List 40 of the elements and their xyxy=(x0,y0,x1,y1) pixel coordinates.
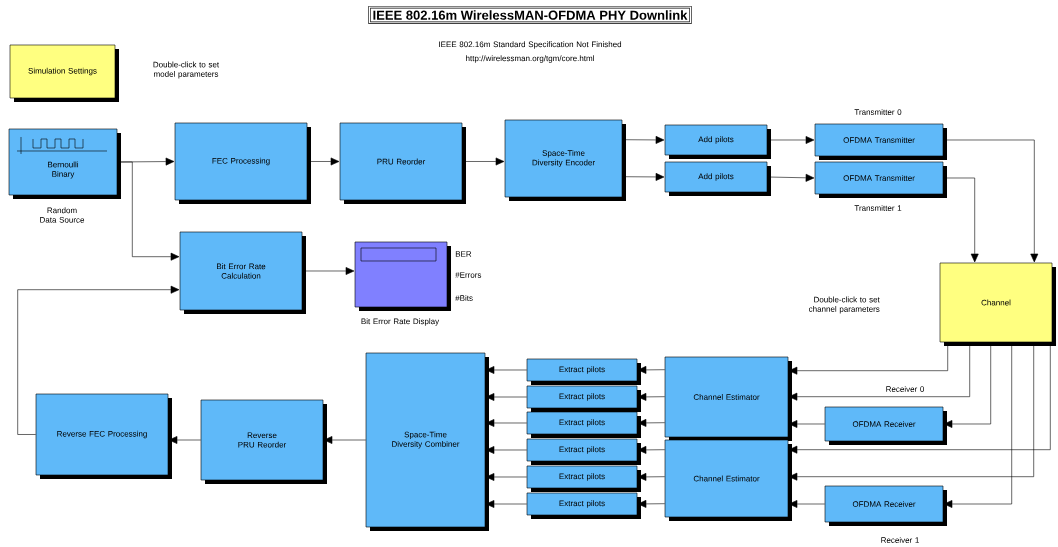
block-caption: BER xyxy=(455,251,472,257)
block-caption: Transmitter 1 xyxy=(854,205,902,211)
block: Reverse FEC Processing xyxy=(35,393,172,479)
block-caption: Transmitter 0 xyxy=(854,109,902,115)
block: Extract pilots xyxy=(526,358,641,385)
arrow xyxy=(17,285,180,435)
block-caption: Bit Error Rate Display xyxy=(361,318,440,326)
block: OFDMA Receiver xyxy=(824,406,947,445)
settings-block: Simulation Settings xyxy=(9,44,119,102)
block: Extract pilots xyxy=(526,411,641,438)
block: Reverse PRU Reorder xyxy=(200,399,327,484)
note: http://wirelessman.org/tgm/core.html xyxy=(466,55,594,63)
block: OFDMA Transmitter xyxy=(814,123,947,160)
note: Double-click to set channel parameters xyxy=(809,296,880,314)
block-caption: Receiver 0 xyxy=(886,386,925,392)
channel-block: Channel xyxy=(939,262,1056,346)
block: Bit Error Rate Calculation xyxy=(179,231,306,314)
block: Bernoulli Binary xyxy=(8,128,121,199)
block: Extract pilots xyxy=(526,385,641,412)
block-caption: #Bits xyxy=(455,295,473,301)
note: Double-click to set model parameters xyxy=(153,61,220,79)
block: Extract pilots xyxy=(526,465,641,492)
block: PRU Reorder xyxy=(339,122,466,204)
block: FEC Processing xyxy=(174,122,311,204)
block: Channel Estimator xyxy=(664,356,792,441)
title: IEEE 802.16m WirelessMAN-OFDMA PHY Downlink xyxy=(368,6,692,24)
block: Space-Time Diversity Combiner xyxy=(365,352,489,531)
block: Add pilots xyxy=(664,124,771,159)
display-block xyxy=(354,241,451,311)
block: OFDMA Receiver xyxy=(824,485,947,526)
block-caption: Random Data Source xyxy=(40,207,85,223)
block-caption: Receiver 1 xyxy=(881,537,919,543)
note: IEEE 802.16m Standard Specification Not Finished xyxy=(439,41,622,49)
block: Space-Time Diversity Encoder xyxy=(504,119,626,201)
block: OFDMA Transmitter xyxy=(814,161,947,198)
block: Extract pilots xyxy=(526,492,641,519)
block: Add pilots xyxy=(664,161,771,196)
block: Channel Estimator xyxy=(664,439,792,521)
block: Extract pilots xyxy=(526,438,641,465)
block-caption: #Errors xyxy=(455,272,482,278)
